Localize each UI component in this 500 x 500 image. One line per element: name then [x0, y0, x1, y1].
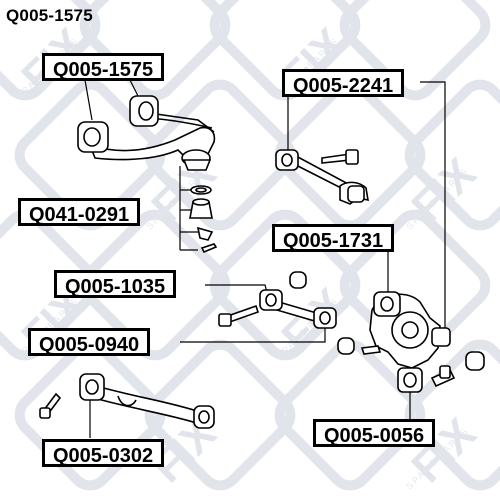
part-label-q005-1575[interactable]: Q005-1575 [42, 53, 165, 81]
upper-arm-bushing-left [77, 121, 109, 153]
lower-lateral-link [218, 289, 337, 329]
part-label-q005-1035[interactable]: Q005-1035 [54, 270, 177, 298]
leader-q005-1575-left [84, 79, 93, 121]
leader-q041-0291 [179, 166, 200, 251]
page-title: Q005-1575 [6, 6, 93, 25]
upper-control-arm [88, 111, 216, 171]
part-label-q005-0056[interactable]: Q005-0056 [313, 419, 436, 447]
part-label-q005-1731[interactable]: Q005-1731 [272, 224, 395, 252]
knuckle-bushing-lower [397, 367, 423, 393]
part-label-q041-0291[interactable]: Q041-0291 [18, 198, 141, 226]
leader-q005-0940 [180, 322, 326, 343]
knuckle-bushing [373, 291, 401, 317]
leader-q005-2241-right [420, 81, 446, 330]
part-label-q005-2241[interactable]: Q005-2241 [282, 69, 405, 97]
toe-link-assembly [275, 149, 369, 205]
part-label-q005-0302[interactable]: Q005-0302 [42, 439, 165, 467]
ball-joint-parts [189, 185, 218, 254]
part-label-q005-0940[interactable]: Q005-0940 [28, 328, 151, 356]
knuckle-bushing-side [431, 327, 451, 347]
lower-trailing-arm [39, 373, 215, 429]
loose-bushings [289, 271, 485, 388]
leader-q005-1035 [205, 284, 269, 297]
upper-arm-bushing-right [129, 95, 159, 127]
